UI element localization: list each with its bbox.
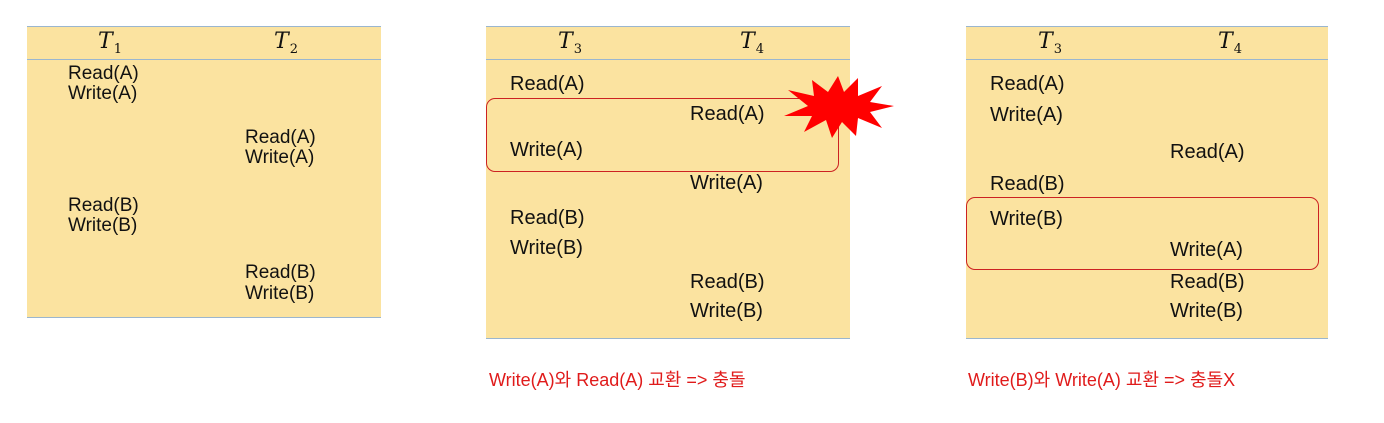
schedule-2-op: Read(A) (510, 73, 585, 95)
schedule-3-bottom-rule (966, 338, 1328, 339)
schedule-2-header-rule (486, 59, 850, 60)
schedule-1-top-rule (27, 26, 381, 27)
schedule-3-op: Read(B) (990, 173, 1065, 195)
schedule-2-op: Write(B) (690, 300, 763, 322)
schedule-2-op: Write(A) (510, 139, 583, 161)
explosion-burst-icon (784, 76, 894, 138)
schedule-3-header-t4: T4 (1218, 29, 1242, 57)
schedule-1-op: Write(B) (68, 215, 138, 236)
schedule-1-op: Write(B) (245, 283, 315, 304)
schedule-1-bottom-rule (27, 317, 381, 318)
schedule-1-header-t1: T1 (98, 29, 122, 57)
schedule-2-conflict-highlight (486, 98, 839, 172)
schedule-1-op: Read(A) (245, 127, 316, 148)
schedule-2-table: T3 T4 Read(A) Read(A) Write(A) Write(A) … (486, 26, 850, 339)
schedule-3-header-rule (966, 59, 1328, 60)
schedule-2-caption: Write(A)와 Read(A) 교환 => 충돌 (489, 370, 746, 390)
schedule-3-op: Write(A) (1170, 239, 1243, 261)
schedule-1-header-t2: T2 (274, 29, 298, 57)
schedule-2-header-t3: T3 (558, 29, 582, 57)
schedule-3-top-rule (966, 26, 1328, 27)
schedule-3-op: Read(A) (1170, 141, 1245, 163)
schedule-2-op: Write(B) (510, 237, 583, 259)
schedule-3-op: Write(B) (990, 208, 1063, 230)
schedule-3-caption: Write(B)와 Write(A) 교환 => 충돌X (968, 370, 1236, 390)
schedule-1-table: T1 T2 Read(A) Write(A) Read(A) Write(A) … (27, 26, 381, 318)
schedule-1-op: Write(A) (245, 147, 315, 168)
schedule-2-op: Read(B) (510, 207, 585, 229)
schedule-1-header-rule (27, 59, 381, 60)
schedule-3-table: T3 T4 Read(A) Write(A) Read(A) Read(B) W… (966, 26, 1328, 339)
schedule-1-op: Write(A) (68, 83, 138, 104)
schedule-2-op: Read(A) (690, 103, 765, 125)
schedule-2-bottom-rule (486, 338, 850, 339)
schedule-1-op: Read(A) (68, 63, 139, 84)
schedule-2-header-t4: T4 (740, 29, 764, 57)
schedule-1-op: Read(B) (245, 262, 316, 283)
schedule-3-op: Read(B) (1170, 271, 1245, 293)
schedule-2-top-rule (486, 26, 850, 27)
schedule-3-no-conflict-highlight (966, 197, 1319, 270)
schedule-2-op: Read(B) (690, 271, 765, 293)
schedule-3-op: Write(B) (1170, 300, 1243, 322)
schedule-3-op: Read(A) (990, 73, 1065, 95)
schedule-3-op: Write(A) (990, 104, 1063, 126)
schedule-3-header-t3: T3 (1038, 29, 1062, 57)
schedule-1-op: Read(B) (68, 195, 139, 216)
schedule-2-op: Write(A) (690, 172, 763, 194)
